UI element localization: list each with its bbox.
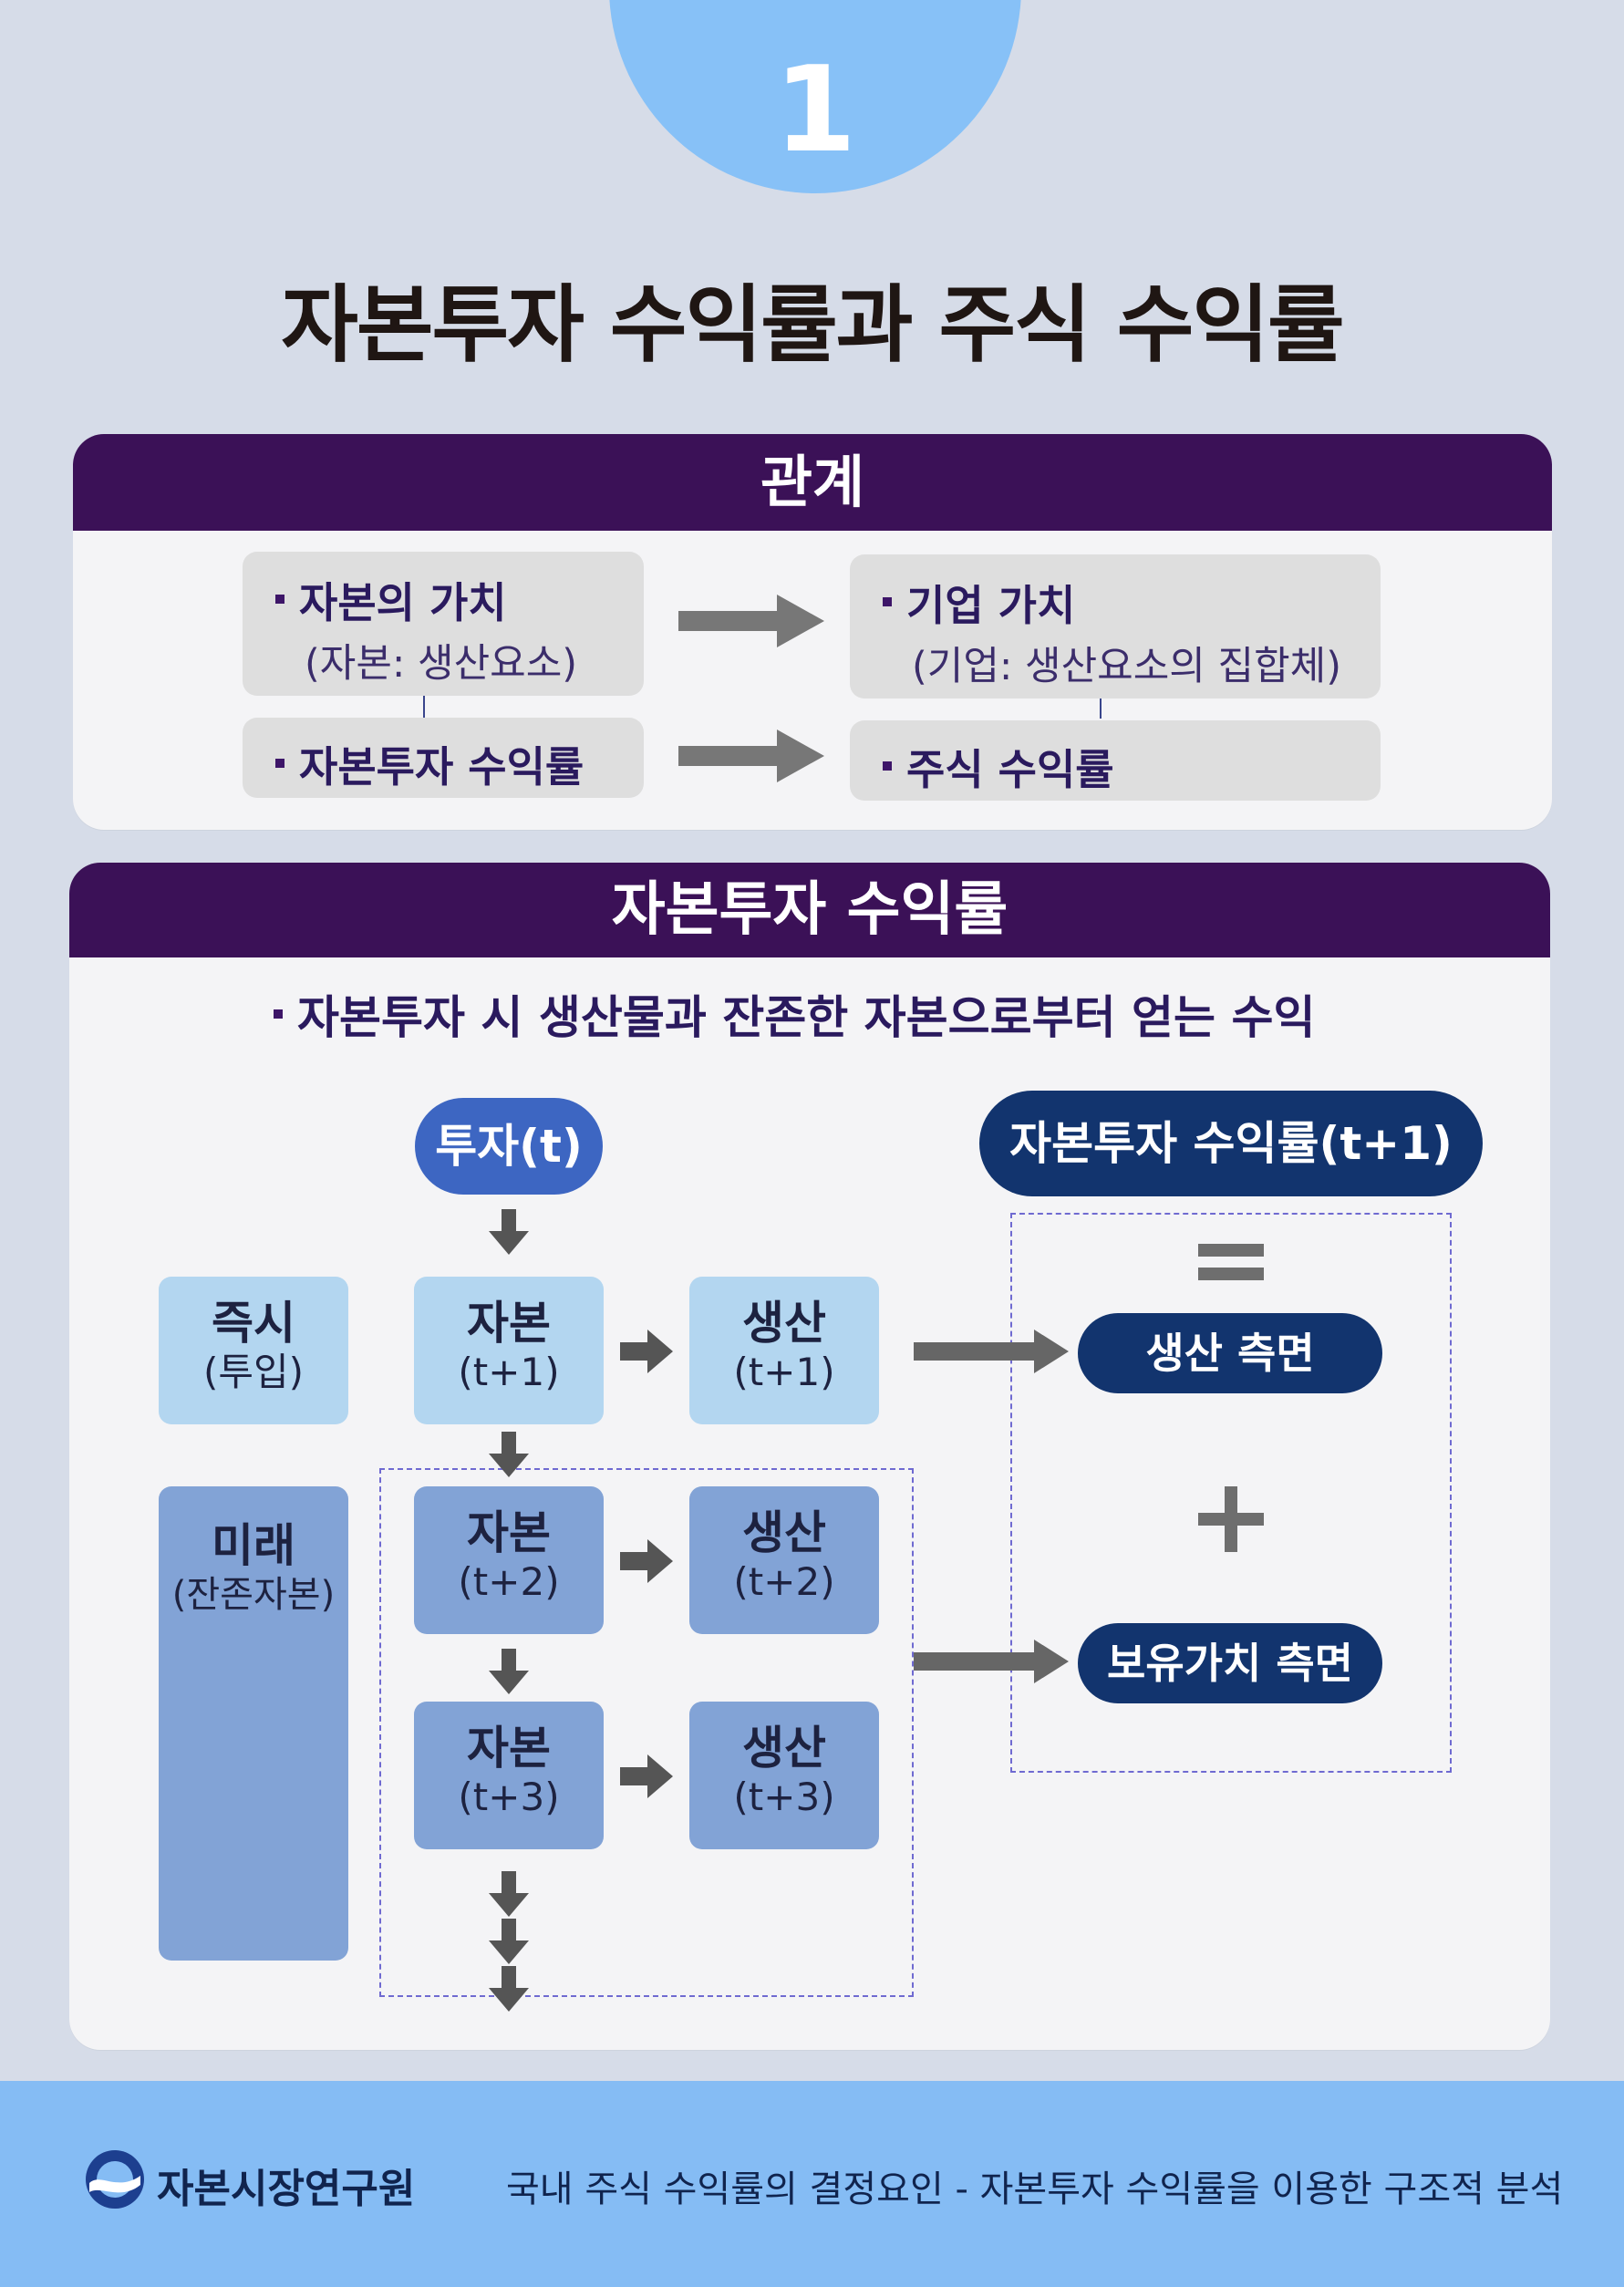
firm-value-box: 기업 가치 (기업: 생산요소의 집합체) (850, 554, 1381, 699)
result-dashed-box (1010, 1213, 1452, 1773)
page-number: 1 (773, 40, 857, 179)
capital-return-definition: 자본투자 시 생산물과 잔존한 자본으로부터 얻는 수익 (274, 981, 1459, 1047)
arrow-down-icon (489, 1919, 529, 1964)
capital-value-box: 자본의 가치 (자본: 생산요소) (243, 552, 644, 696)
stock-return-label: 주식 수익률 (906, 745, 1114, 794)
bullet-square (883, 596, 892, 606)
bullet-square (883, 761, 892, 771)
capital-return-header: 자본투자 수익률 (69, 863, 1550, 957)
bullet-square (275, 758, 284, 768)
capital-box-t1: 자본 (t+1) (414, 1277, 604, 1424)
production-box-t3: 생산 (t+3) (689, 1702, 879, 1849)
arrow-right-icon (678, 595, 824, 647)
arrow-right-icon (620, 1330, 673, 1373)
arrow-down-icon (489, 1966, 529, 2012)
connector-line-right (1100, 699, 1102, 719)
immediate-title: 즉시 (212, 1297, 295, 1350)
capital-box-t2: 자본 (t+2) (414, 1486, 604, 1634)
arrow-right-icon (678, 730, 824, 782)
arrow-right-icon (914, 1640, 1069, 1683)
capital-box-t3: 자본 (t+3) (414, 1702, 604, 1849)
relation-header: 관계 (73, 434, 1552, 531)
bullet-square (275, 594, 284, 604)
capital-return-result-pill: 자본투자 수익률(t+1) (979, 1091, 1483, 1196)
production-box-t1: 생산 (t+1) (689, 1277, 879, 1424)
immediate-sub: (투입) (202, 1350, 305, 1394)
firm-value-title: 기업 가치 (906, 581, 1076, 630)
arrow-right-icon (914, 1330, 1069, 1373)
immediate-box: 즉시 (투입) (159, 1277, 348, 1424)
capital-value-title: 자본의 가치 (299, 578, 507, 627)
stock-return-box: 주식 수익률 (850, 720, 1381, 801)
production-side-pill: 생산 측면 (1078, 1313, 1382, 1393)
capital-return-label: 자본투자 수익률 (299, 742, 584, 792)
equals-sign (1198, 1244, 1264, 1280)
arrow-right-icon (620, 1754, 673, 1798)
report-title: 국내 주식 수익률의 결정요인 - 자본투자 수익률을 이용한 구조적 분석 (506, 2168, 1564, 2210)
capital-value-sub: (자본: 생산요소) (305, 641, 578, 687)
future-dashed-box (379, 1468, 914, 1997)
plus-sign (1198, 1486, 1264, 1552)
investment-pill: 투자(t) (415, 1098, 603, 1195)
connector-line-left (423, 696, 425, 718)
production-box-t2: 생산 (t+2) (689, 1486, 879, 1634)
holding-value-side-pill: 보유가치 측면 (1078, 1623, 1382, 1703)
arrow-down-icon (489, 1209, 529, 1255)
arrow-right-icon (620, 1539, 673, 1583)
footer-bar (0, 2081, 1624, 2287)
arrow-down-icon (489, 1649, 529, 1694)
arrow-down-icon (489, 1871, 529, 1917)
future-box: 미래 (잔존자본) (159, 1486, 348, 1961)
kcmi-logo-icon (84, 2148, 146, 2214)
future-title: 미래 (212, 1519, 295, 1572)
capital-return-box: 자본투자 수익률 (243, 718, 644, 798)
bullet-square (274, 1009, 283, 1019)
page-title: 자본투자 수익률과 주식 수익률 (281, 276, 1344, 374)
future-sub: (잔존자본) (171, 1574, 336, 1616)
arrow-down-icon (489, 1432, 529, 1477)
org-name: 자본시장연구원 (157, 2166, 416, 2212)
firm-value-sub: (기업: 생산요소의 집합체) (912, 644, 1341, 689)
